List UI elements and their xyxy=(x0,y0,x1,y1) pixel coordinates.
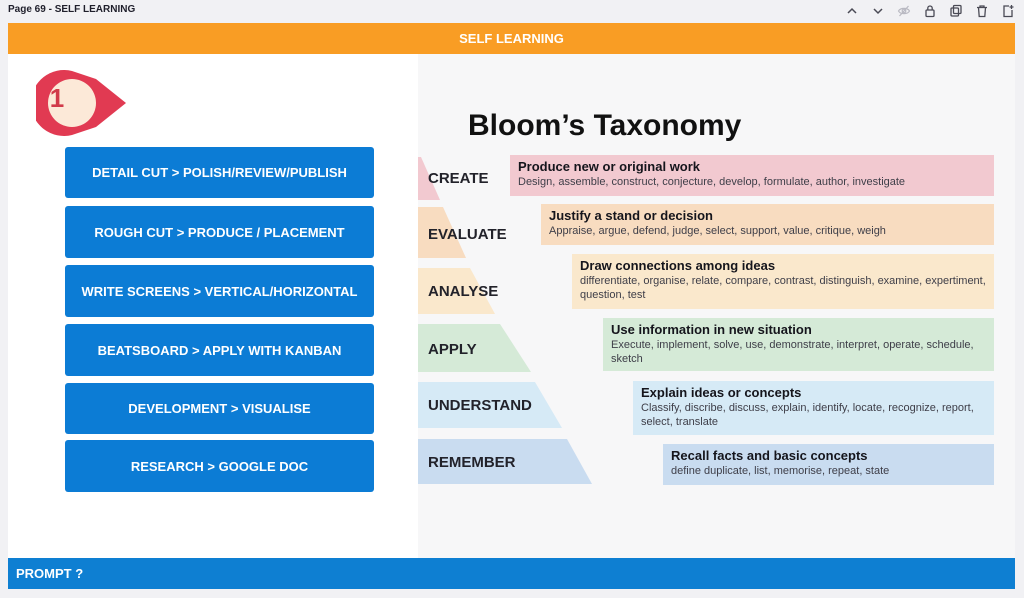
pyramid-band-remember xyxy=(418,439,592,484)
level-label-apply: APPLY xyxy=(428,341,477,358)
bloom-taxonomy-graphic[interactable]: Bloom’s Taxonomy CREATE EVALUATE ANALYSE… xyxy=(418,54,1015,558)
pyramid-band-create xyxy=(418,157,440,200)
page-toolbar xyxy=(842,2,1018,20)
level-label-create: CREATE xyxy=(428,170,489,187)
step-button-beatsboard[interactable]: BEATSBOARD > APPLY WITH KANBAN xyxy=(65,324,374,376)
bloom-title: Bloom’s Taxonomy xyxy=(468,109,742,142)
level-heading: Use information in new situation xyxy=(611,322,812,337)
level-box-remember: Recall facts and basic concepts define d… xyxy=(663,444,994,485)
slide-footer: PROMPT ? xyxy=(8,558,1015,589)
level-verbs: Design, assemble, construct, conjecture,… xyxy=(518,176,906,188)
level-label-evaluate: EVALUATE xyxy=(428,226,507,243)
duplicate-icon[interactable] xyxy=(946,2,966,20)
level-box-analyse: Draw connections among ideas differentia… xyxy=(572,254,994,309)
step-button-detail-cut[interactable]: DETAIL CUT > POLISH/REVIEW/PUBLISH xyxy=(65,147,374,198)
slide-header: SELF LEARNING xyxy=(8,23,1015,54)
level-box-evaluate: Justify a stand or decision Appraise, ar… xyxy=(541,204,994,245)
level-verbs: Appraise, argue, defend, judge, select, … xyxy=(549,225,886,237)
pyramid-band-evaluate xyxy=(418,207,466,258)
level-heading: Justify a stand or decision xyxy=(549,208,713,223)
page-label: Page 69 - SELF LEARNING xyxy=(8,4,136,15)
step-button-development[interactable]: DEVELOPMENT > VISUALISE xyxy=(65,383,374,434)
level-verbs: Classify, discribe, discuss, explain, id… xyxy=(641,402,974,428)
pyramid-band-understand xyxy=(418,382,562,428)
slide-footer-text: PROMPT ? xyxy=(16,566,84,581)
page-topbar: Page 69 - SELF LEARNING xyxy=(0,0,1024,22)
level-heading: Recall facts and basic concepts xyxy=(671,448,868,463)
step-number-badge: 1 xyxy=(49,83,65,113)
level-label-understand: UNDERSTAND xyxy=(428,397,532,414)
pyramid-band-apply xyxy=(418,324,531,372)
level-box-create: Produce new or original work Design, ass… xyxy=(510,155,994,196)
lock-icon[interactable] xyxy=(920,2,940,20)
level-heading: Produce new or original work xyxy=(518,159,701,174)
level-verbs: define duplicate, list, memorise, repeat… xyxy=(671,465,890,477)
add-page-icon[interactable] xyxy=(998,2,1018,20)
slide-canvas[interactable]: SELF LEARNING 1 DETAIL CUT > POLISH/REVI… xyxy=(8,23,1015,589)
level-label-analyse: ANALYSE xyxy=(428,283,499,300)
pyramid-band-analyse xyxy=(418,268,495,314)
eye-off-icon[interactable] xyxy=(894,2,914,20)
pyramid-shapes xyxy=(418,157,592,484)
level-verbs: Execute, implement, solve, use, demonstr… xyxy=(611,339,974,365)
chevron-down-icon[interactable] xyxy=(868,2,888,20)
level-box-apply: Use information in new situation Execute… xyxy=(603,318,994,371)
chevron-up-icon[interactable] xyxy=(842,2,862,20)
level-heading: Draw connections among ideas xyxy=(580,258,776,273)
step-button-write-screens[interactable]: WRITE SCREENS > VERTICAL/HORIZONTAL xyxy=(65,265,374,317)
slide-header-title: SELF LEARNING xyxy=(459,31,564,46)
trash-icon[interactable] xyxy=(972,2,992,20)
level-heading: Explain ideas or concepts xyxy=(641,385,802,400)
level-box-understand: Explain ideas or concepts Classify, disc… xyxy=(633,381,994,435)
level-label-remember: REMEMBER xyxy=(428,454,516,471)
step-button-research[interactable]: RESEARCH > GOOGLE DOC xyxy=(65,440,374,492)
level-verbs: differentiate, organise, relate, compare… xyxy=(580,275,986,301)
map-pin-icon xyxy=(36,70,126,136)
step-button-rough-cut[interactable]: ROUGH CUT > PRODUCE / PLACEMENT xyxy=(65,206,374,258)
